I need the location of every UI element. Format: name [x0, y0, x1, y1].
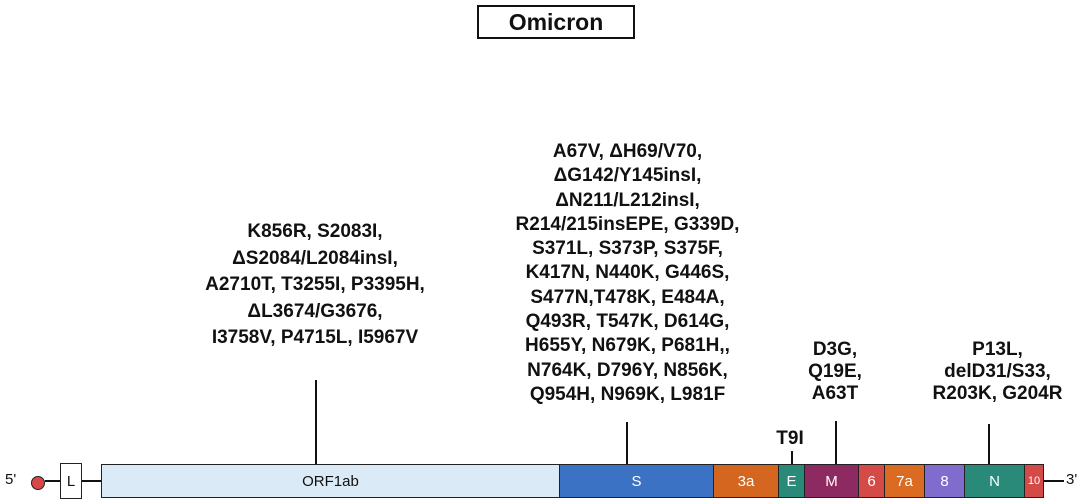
five-prime-cap — [31, 476, 45, 490]
gene-3a-label: 3a — [737, 472, 755, 490]
backbone-line-end — [1044, 480, 1064, 482]
orf1ab-connector-line — [315, 380, 317, 464]
gene-6: 6 — [858, 464, 885, 498]
gene-7a-label: 7a — [896, 472, 913, 490]
orf1ab-mutations: K856R, S2083I, ΔS2084/L2084insI, A2710T,… — [205, 221, 425, 348]
gene-e-label: E — [786, 472, 797, 490]
nucleocapsid-mutations: P13L, delD31/S33, R203K, G204R — [932, 339, 1063, 404]
five-prime-label: 5' — [5, 471, 17, 488]
gene-orf1ab-label: ORF1ab — [302, 472, 359, 490]
gene-8: 8 — [924, 464, 965, 498]
gene-e: E — [778, 464, 805, 498]
backbone-line-leader — [82, 480, 102, 482]
envelope-mutations: T9I — [776, 428, 804, 449]
gene-l-label: L — [66, 472, 76, 490]
envelope-connector-line — [791, 451, 793, 464]
gene-3a: 3a — [713, 464, 779, 498]
gene-s-label: S — [631, 472, 642, 490]
gene-s: S — [559, 464, 714, 498]
gene-n-label: N — [989, 472, 1000, 490]
gene-10: 10 — [1024, 464, 1044, 498]
gene-8-label: 8 — [940, 472, 949, 490]
membrane-mutations: D3G, Q19E, A63T — [808, 339, 862, 404]
gene-6-label: 6 — [867, 472, 876, 490]
membrane-connector-line — [835, 421, 837, 464]
backbone-line-start — [45, 480, 60, 482]
gene-n: N — [964, 464, 1025, 498]
gene-7a: 7a — [884, 464, 925, 498]
spike-connector-line — [626, 422, 628, 464]
gene-10-label: 10 — [1027, 475, 1041, 487]
diagram-title: Omicron — [477, 5, 635, 39]
gene-orf1ab: ORF1ab — [101, 464, 560, 498]
gene-m: M — [804, 464, 859, 498]
gene-m-label: M — [825, 472, 838, 490]
nucleocapsid-connector-line — [988, 424, 990, 464]
gene-l: L — [60, 463, 82, 499]
spike-mutations: A67V, ΔH69/V70, ΔG142/Y145insI, ΔN211/L2… — [515, 141, 740, 405]
three-prime-label: 3' — [1066, 471, 1078, 488]
